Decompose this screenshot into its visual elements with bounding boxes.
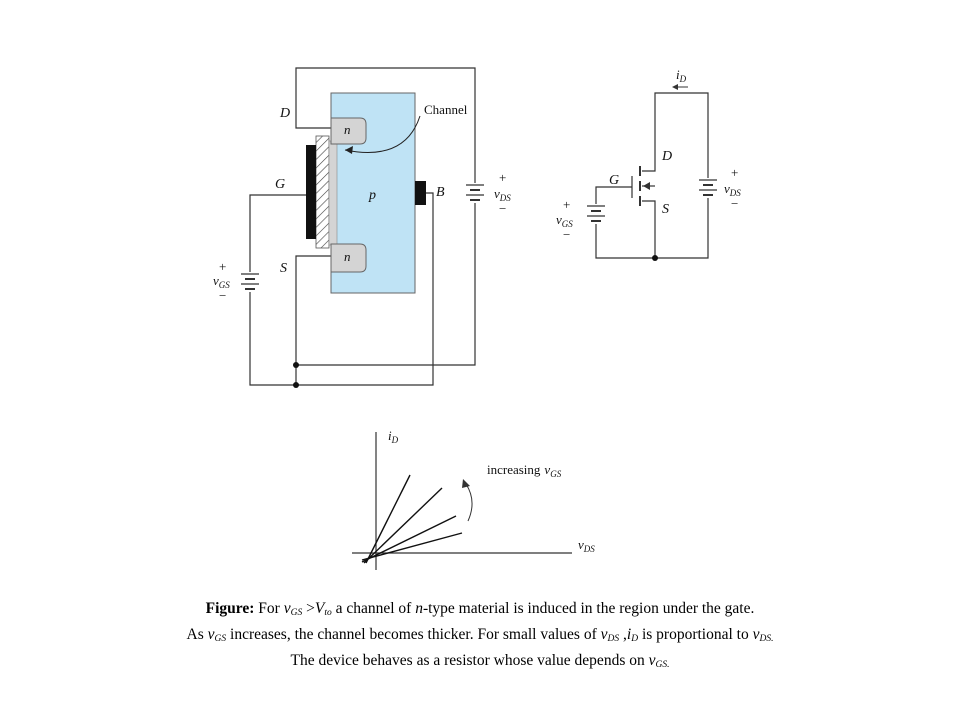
vgs-plus: + [219, 259, 226, 274]
body-label: B [436, 185, 445, 200]
channel-label: Channel [424, 102, 468, 117]
vgs-battery [241, 273, 259, 290]
sch-top-wire [654, 92, 709, 178]
graph-id-label: iD [388, 428, 399, 445]
sch-vds-minus: − [731, 196, 738, 211]
sch-vgs-minus: − [563, 227, 570, 242]
vgs-return-wire [249, 292, 434, 386]
p-label: p [368, 188, 376, 203]
sch-vds-battery [699, 179, 717, 196]
vds-return-wire [296, 203, 476, 366]
graph-line-1 [365, 474, 411, 564]
n-bottom-label: n [344, 249, 351, 264]
figure-caption: Figure: For vGS >Vto a channel of n-type… [60, 598, 900, 676]
caption-line-1: Figure: For vGS >Vto a channel of n-type… [205, 600, 755, 618]
gate-metal [306, 145, 316, 239]
gate-wire [249, 194, 306, 272]
sch-body-arrow [643, 182, 650, 190]
vds-battery [466, 184, 484, 201]
increasing-arrowhead [462, 479, 470, 488]
caption-line-2: As vGS increases, the channel becomes th… [186, 626, 774, 644]
sch-drain-stub [642, 155, 656, 172]
n-region-source [330, 243, 367, 273]
drain-wire [295, 67, 476, 183]
sch-gate-wire [595, 176, 633, 204]
sch-gate-label: G [609, 173, 619, 188]
vds-minus: − [499, 201, 506, 216]
body-contact [415, 181, 426, 205]
graph-line-2 [363, 487, 443, 564]
sch-vgs-plus: + [563, 197, 570, 212]
vds-plus: + [499, 170, 506, 185]
gate-oxide [315, 135, 330, 249]
sch-id-label: iD [676, 67, 687, 84]
junction-dot-bottom [293, 382, 299, 388]
sch-vgs-label: vGS [556, 212, 573, 229]
gate-label: G [275, 177, 285, 192]
sch-junction-dot [652, 255, 658, 261]
source-label: S [280, 261, 287, 276]
channel-region [328, 140, 338, 246]
sch-bottom-wire [595, 198, 709, 259]
caption-line-3: The device behaves as a resistor whose v… [290, 652, 670, 670]
graph-line-3 [361, 515, 457, 563]
channel-arrowhead [345, 146, 353, 154]
n-region-drain [330, 117, 367, 145]
channel-arrow [344, 115, 421, 153]
junction-dot-top [293, 362, 299, 368]
sch-source-wire [642, 200, 656, 258]
source-wire [295, 255, 345, 385]
sch-source-label: S [662, 202, 669, 217]
sch-vds-label: vDS [724, 181, 741, 198]
id-arrowhead [672, 84, 678, 90]
graph-vds-label: vDS [578, 537, 595, 554]
vds-label: vDS [494, 186, 511, 203]
increasing-arrow [465, 483, 473, 522]
body-wire [426, 192, 434, 360]
drain-label: D [279, 106, 290, 121]
vgs-label: vGS [213, 273, 230, 290]
mosfet-schematic: iD D G S + vDS − + vGS − [556, 67, 741, 261]
mosfet-cross-section: D G S B n n p Channel + vDS − + vGS − [213, 67, 511, 388]
vgs-minus: − [219, 288, 226, 303]
n-top-label: n [344, 122, 351, 137]
sch-vgs-battery [587, 205, 605, 222]
graph-line-4 [361, 532, 463, 561]
sch-drain-label: D [661, 149, 672, 164]
sch-vds-plus: + [731, 165, 738, 180]
